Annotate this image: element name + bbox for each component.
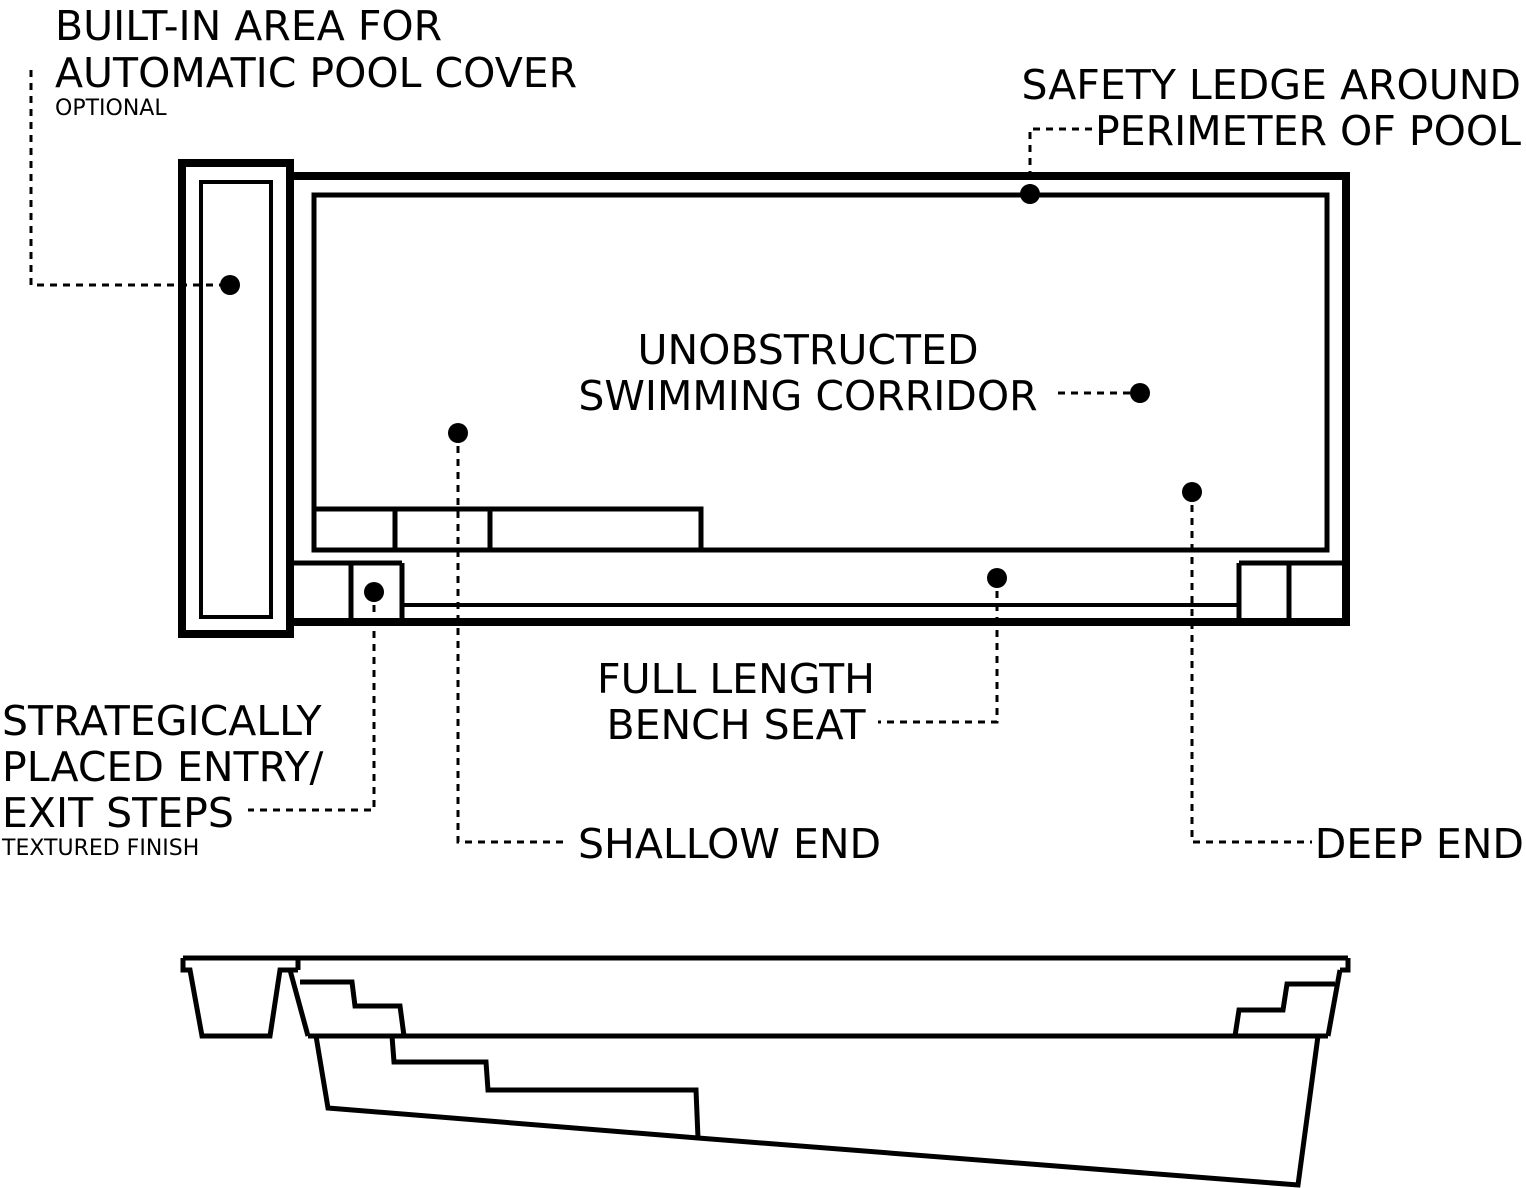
cover-vault-outer: [178, 159, 294, 638]
label-corridor-line2: SWIMMING CORRIDOR: [578, 372, 1037, 420]
label-steps-note: TEXTURED FINISH: [1, 836, 199, 861]
label-deep-end: DEEP END: [1315, 820, 1524, 868]
dot-deep-end: [1182, 482, 1202, 502]
swim-area-outline: [311, 192, 1330, 553]
label-bench-line1: FULL LENGTH: [597, 655, 875, 703]
label-bench-line2: BENCH SEAT: [606, 701, 866, 749]
dot-cover-area: [220, 275, 240, 295]
leader-shallow-end: [456, 433, 565, 844]
dot-shallow-end: [448, 423, 468, 443]
shallow-steps-plan: [311, 506, 704, 553]
entry-steps-plan: [290, 560, 405, 618]
pool-outline: [286, 172, 1350, 626]
cover-vault-inner: [199, 180, 273, 619]
leaders: [29, 70, 1312, 844]
label-steps-line1: STRATEGICALLY: [2, 697, 322, 745]
labels: BUILT-IN AREA FOR AUTOMATIC POOL COVER O…: [1, 2, 1524, 868]
leader-deep-end: [1190, 492, 1312, 844]
leader-bench-seat: [878, 578, 999, 724]
leader-entry-steps: [248, 592, 376, 812]
entry-steps-profile: [300, 979, 407, 1037]
dot-bench-seat: [987, 568, 1007, 588]
label-safety-ledge-line2: PERIMETER OF POOL: [1095, 107, 1521, 155]
label-safety-ledge-line1: SAFETY LEDGE AROUND: [1021, 61, 1521, 109]
label-corridor-line1: UNOBSTRUCTED: [637, 326, 978, 374]
label-cover-area-line1: BUILT-IN AREA FOR: [55, 2, 442, 50]
label-steps-line2: PLACED ENTRY/: [2, 743, 324, 791]
deep-steps-profile: [1232, 981, 1335, 1037]
upper-shell-left: [287, 969, 311, 1037]
lower-shell-profile: [313, 1035, 1321, 1188]
shallow-steps-profile: [389, 1035, 701, 1139]
label-cover-area-note: OPTIONAL: [55, 96, 167, 121]
dot-swimming-corridor: [1130, 383, 1150, 403]
leader-cover-area: [29, 70, 230, 287]
profile-view: [180, 955, 1351, 1188]
deep-steps-plan: [1236, 560, 1342, 618]
label-steps-line3: EXIT STEPS: [2, 789, 234, 837]
cover-vault-profile: [180, 958, 298, 1039]
dot-safety-ledge: [1020, 184, 1040, 204]
label-cover-area-line2: AUTOMATIC POOL COVER: [55, 49, 577, 97]
upper-shell-right: [1325, 969, 1343, 1037]
leader-safety-ledge: [1028, 127, 1092, 194]
label-shallow-end: SHALLOW END: [578, 820, 881, 868]
dot-entry-steps: [364, 582, 384, 602]
plan-view: [178, 159, 1350, 638]
